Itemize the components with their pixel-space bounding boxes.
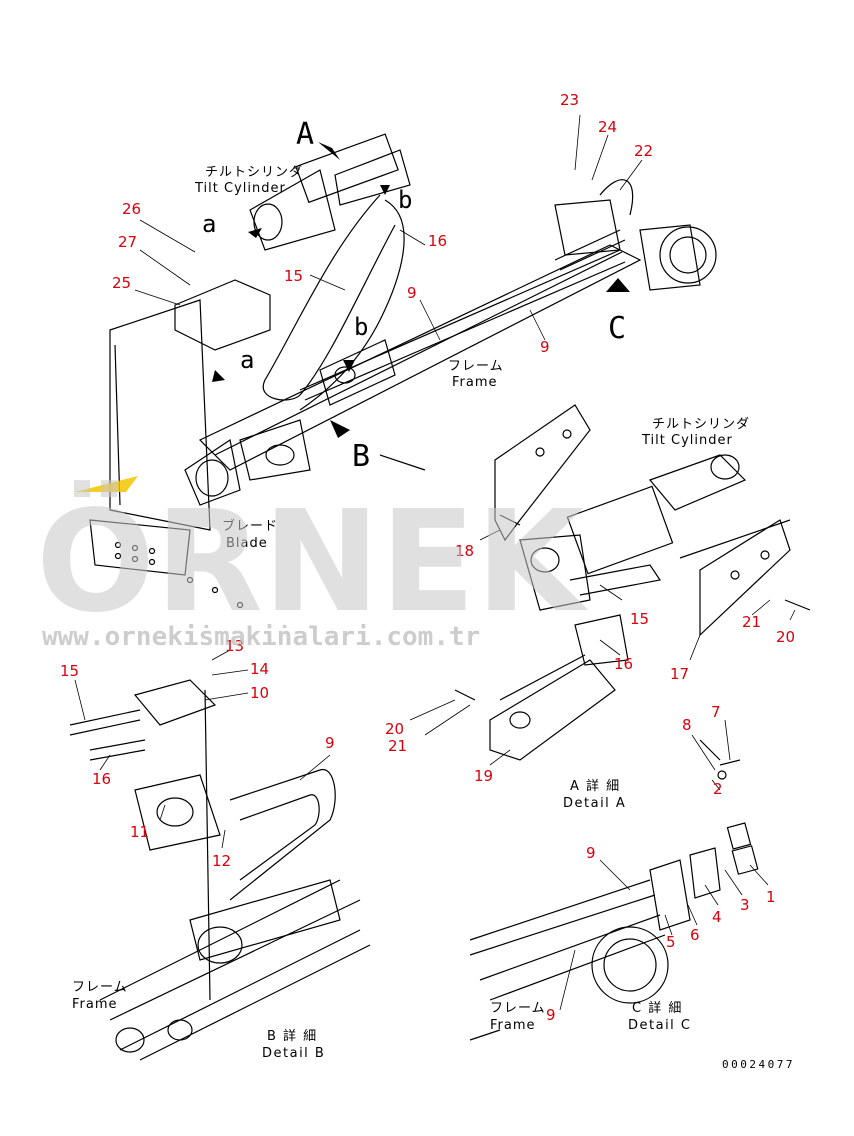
- callout-16-top: 16: [428, 232, 447, 250]
- callout-24: 24: [598, 118, 617, 136]
- callout-9-c-bottom: 9: [546, 1006, 556, 1024]
- arrow-c-icon: [606, 278, 630, 292]
- callout-7: 7: [711, 703, 721, 721]
- detail-b-caption-jp: B 詳 細: [267, 1028, 318, 1044]
- detail-c-caption-jp: C 詳 細: [632, 1000, 683, 1016]
- callout-15-b: 15: [60, 662, 79, 680]
- main-assembly-drawing: [89, 133, 717, 609]
- callout-13: 13: [225, 637, 244, 655]
- frame-jp-c: フレーム: [490, 1001, 546, 1016]
- detail-captions: A 詳 細 Detail A B 詳 細 Detail B C 詳 細 Deta…: [262, 778, 692, 1061]
- callout-4: 4: [712, 908, 722, 926]
- arrow-sub-b-icon: [343, 360, 355, 372]
- view-letters: A B C a a b b: [202, 117, 626, 474]
- frame-en-b: Frame: [72, 997, 118, 1012]
- detail-b-caption-en: Detail B: [262, 1046, 325, 1061]
- callout-23: 23: [560, 91, 579, 109]
- callout-25: 25: [112, 274, 131, 292]
- detail-a-drawing: [454, 404, 811, 761]
- detail-b-drawing: [69, 679, 371, 1061]
- callout-16-a: 16: [614, 655, 633, 673]
- callout-6: 6: [690, 926, 700, 944]
- callout-22: 22: [634, 142, 653, 160]
- callout-1: 1: [766, 888, 776, 906]
- callout-21-a-right: 21: [742, 613, 761, 631]
- arrow-sub-a-lower-icon: [212, 370, 225, 382]
- view-label-b: B: [352, 439, 370, 474]
- sub-label-a-lower: a: [240, 346, 254, 374]
- callout-9-top: 9: [407, 284, 417, 302]
- callout-18: 18: [455, 542, 474, 560]
- arrow-a-icon: [318, 142, 340, 160]
- callout-15-top: 15: [284, 267, 303, 285]
- callout-2: 2: [713, 780, 723, 798]
- sub-label-a-top: a: [202, 210, 216, 238]
- frame-jp-b: フレーム: [72, 980, 128, 995]
- drawing-number: 00024077: [722, 1058, 795, 1071]
- callout-8: 8: [682, 716, 692, 734]
- callout-9-c-top: 9: [586, 844, 596, 862]
- frame-en-top: Frame: [452, 375, 498, 390]
- tilt-cylinder-jp-a: チルトシリンダ: [652, 417, 750, 432]
- frame-en-c: Frame: [490, 1018, 536, 1033]
- view-label-a: A: [296, 117, 314, 152]
- callout-numbers: 23 24 22 26 27 25 16 15 9 9 13 14 10 15 …: [60, 91, 795, 1024]
- detail-a-caption-jp: A 詳 細: [570, 778, 621, 794]
- view-label-c: C: [608, 311, 626, 346]
- callout-20-a-right: 20: [776, 628, 795, 646]
- sub-label-b-lower: b: [354, 313, 368, 341]
- detail-c-drawing: [469, 739, 759, 1041]
- part-labels: チルトシリンダ Tilt Cylinder フレーム Frame ブレード Bl…: [72, 165, 750, 1033]
- tilt-cylinder-en-a: Tilt Cylinder: [641, 433, 733, 448]
- detail-c-caption-en: Detail C: [628, 1018, 692, 1033]
- tilt-cylinder-jp-top: チルトシリンダ: [205, 165, 303, 180]
- leader-lines: [74, 114, 796, 1011]
- callout-20-a-left: 20: [385, 720, 404, 738]
- frame-jp-top: フレーム: [448, 359, 504, 374]
- sub-label-b-top: b: [398, 186, 412, 214]
- callout-9-mid: 9: [540, 338, 550, 356]
- callout-3: 3: [740, 896, 750, 914]
- view-arrows: [212, 142, 630, 438]
- callout-21-a-left: 21: [388, 737, 407, 755]
- callout-26: 26: [122, 200, 141, 218]
- callout-27: 27: [118, 233, 137, 251]
- blade-en: Blade: [226, 536, 268, 551]
- callout-14: 14: [250, 660, 269, 678]
- callout-15-a: 15: [630, 610, 649, 628]
- arrow-sub-a-icon: [248, 228, 262, 238]
- callout-10: 10: [250, 684, 269, 702]
- callout-12: 12: [212, 852, 231, 870]
- callout-16-b: 16: [92, 770, 111, 788]
- callout-9-b: 9: [325, 734, 335, 752]
- callout-11: 11: [130, 823, 149, 841]
- arrow-b-icon: [330, 420, 350, 438]
- blade-jp: ブレード: [222, 518, 278, 534]
- tilt-cylinder-en-top: Tilt Cylinder: [194, 181, 286, 196]
- callout-19: 19: [474, 767, 493, 785]
- detail-a-caption-en: Detail A: [563, 796, 626, 811]
- callout-17: 17: [670, 665, 689, 683]
- callout-5: 5: [666, 933, 676, 951]
- arrow-sub-b-top-icon: [380, 185, 390, 195]
